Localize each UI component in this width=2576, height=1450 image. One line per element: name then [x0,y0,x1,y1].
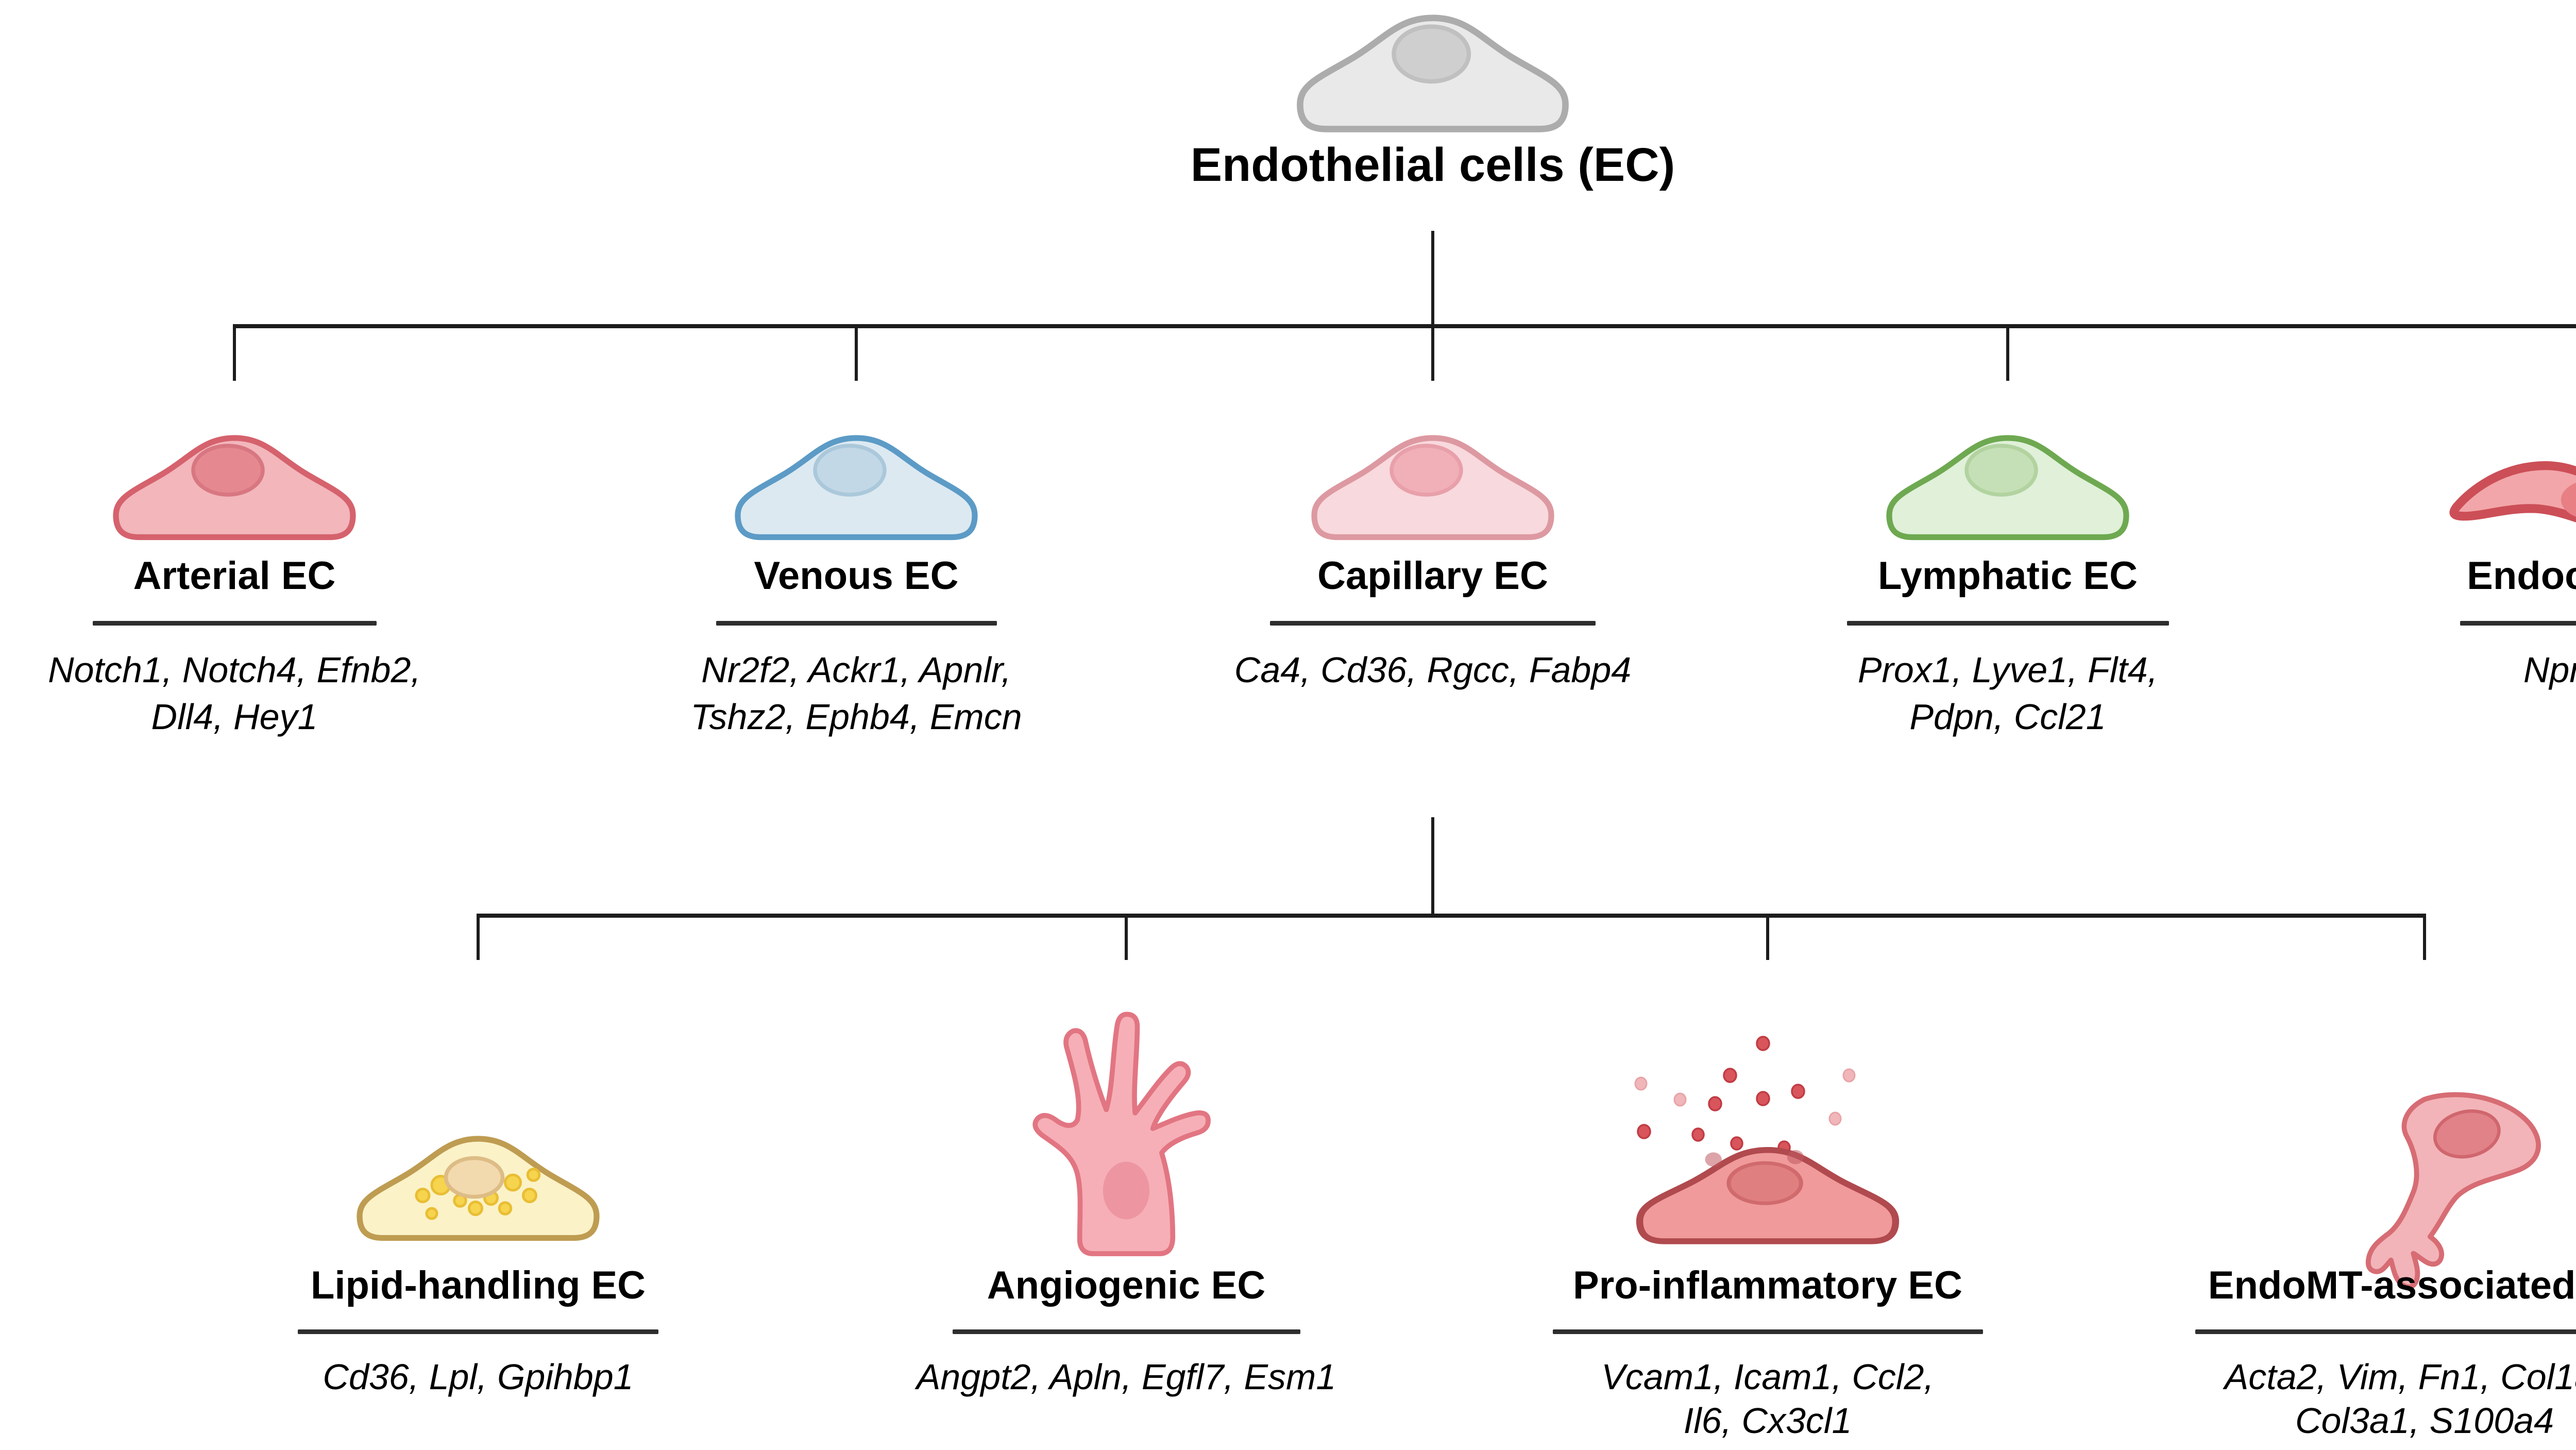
endothelial-cell-icon [1289,0,1577,139]
label-pro-inflammatory-ec: Pro-inflammatory EC [1573,1263,1962,1307]
capillary-ec-cell-icon [1304,417,1562,546]
divider-lipid-handling [298,1329,658,1334]
connector-tier2-stub-endomt [2423,914,2426,960]
endomt-associated-ec-cell-icon [2365,1092,2541,1290]
lipid-handling-ec-cell-icon [342,1118,615,1247]
label-capillary-ec: Capillary EC [1317,554,1548,598]
divider-endomt [2195,1329,2576,1334]
connector-tier1-stub-capillary [1431,324,1434,381]
label-angiogenic-ec: Angiogenic EC [987,1263,1266,1307]
divider-angiogenic [953,1329,1300,1334]
endocardial-ec-cell-icon [2449,461,2576,522]
label-endomt-associated-ec: EndoMT-associated EC [2208,1263,2576,1307]
genes-endocardial-ec: Npr3, Nrg1 [2523,650,2576,690]
membrane-receptor-dots [1705,1150,1804,1167]
connector-tier2-stub-angiogenic [1125,914,1128,960]
genes-pro-inflammatory-ec: Vcam1, Icam1, Ccl2, Il6, Cx3cl1 [1601,1357,1934,1441]
divider-endocardial [2460,621,2576,626]
connector-tier1-stub-venous [855,324,858,381]
connector-tier1-horizontal [233,324,2576,328]
lymphatic-ec-cell-icon [1879,417,2137,546]
genes-capillary-ec: Ca4, Cd36, Rgcc, Fabp4 [1234,650,1632,690]
label-venous-ec: Venous EC [754,554,959,598]
connector-tier2-horizontal [477,914,2426,918]
connector-tier2-stub-proinflammatory [1766,914,1769,960]
connector-root-vertical [1431,231,1434,326]
divider-pro-inflammatory [1553,1329,1983,1334]
connector-capillary-vertical [1431,817,1434,915]
connector-tier1-stub-arterial [233,324,236,381]
divider-lymphatic [1847,621,2169,626]
genes-lipid-handling-ec: Cd36, Lpl, Gpihbp1 [323,1357,634,1397]
connector-tier2-stub-lipid [477,914,480,960]
label-lymphatic-ec: Lymphatic EC [1878,554,2138,598]
label-lipid-handling-ec: Lipid-handling EC [310,1263,646,1307]
connector-tier1-stub-lymphatic [2006,324,2009,381]
venous-ec-cell-icon [727,417,985,546]
divider-capillary [1270,621,1596,626]
arterial-ec-cell-icon [106,417,363,546]
genes-angiogenic-ec: Angpt2, Apln, Egfl7, Esm1 [916,1357,1336,1397]
pro-inflammatory-ec-cell-icon [1629,1131,1907,1250]
label-arterial-ec: Arterial EC [133,554,336,598]
divider-venous [716,621,997,626]
divider-arterial [93,621,377,626]
label-endocardial-ec: Endocardial EC [2467,554,2576,598]
genes-venous-ec: Nr2f2, Ackr1, Apnlr, Tshz2, Ephb4, Emcn [690,650,1022,737]
angiogenic-ec-cell-icon [1032,1011,1211,1256]
genes-arterial-ec: Notch1, Notch4, Efnb2, Dll4, Hey1 [48,650,421,737]
genes-endomt-associated-ec: Acta2, Vim, Fn1, Col1a1, Col3a1, S100a4 [2224,1357,2576,1441]
genes-lymphatic-ec: Prox1, Lyve1, Flt4, Pdpn, Ccl21 [1857,650,2158,737]
page-title: Endothelial cells (EC) [1190,139,1675,191]
